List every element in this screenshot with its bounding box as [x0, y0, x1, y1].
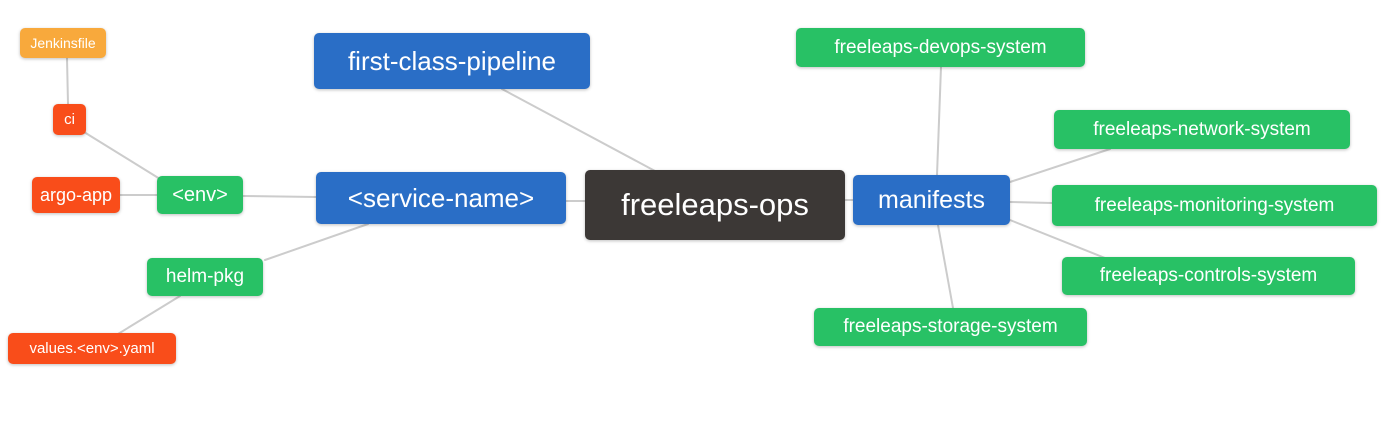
node-ci[interactable]: ci	[53, 104, 86, 135]
node-first-class-pipeline[interactable]: first-class-pipeline	[314, 33, 590, 89]
edge-manifests-devops	[936, 66, 942, 176]
edge-jenkinsfile-ci	[66, 57, 69, 105]
edge-first-class-pipeline-ops	[501, 88, 656, 172]
edge-helm-pkg-service-name	[264, 223, 369, 261]
node-values-env-yaml[interactable]: values.<env>.yaml	[8, 333, 176, 364]
node-freeleaps-ops-root[interactable]: freeleaps-ops	[585, 170, 845, 240]
edge-ci-env	[83, 131, 161, 180]
edge-manifests-network	[1009, 148, 1111, 183]
edge-manifests-storage	[937, 224, 954, 309]
edge-env-service-name	[242, 195, 317, 198]
node-freeleaps-devops-system[interactable]: freeleaps-devops-system	[796, 28, 1085, 67]
node-freeleaps-monitoring-system[interactable]: freeleaps-monitoring-system	[1052, 185, 1377, 226]
node-freeleaps-controls-system[interactable]: freeleaps-controls-system	[1062, 257, 1355, 295]
node-freeleaps-storage-system[interactable]: freeleaps-storage-system	[814, 308, 1087, 346]
node-manifests[interactable]: manifests	[853, 175, 1010, 225]
node-env[interactable]: <env>	[157, 176, 243, 214]
node-service-name[interactable]: <service-name>	[316, 172, 566, 224]
node-argo-app[interactable]: argo-app	[32, 177, 120, 213]
node-freeleaps-network-system[interactable]: freeleaps-network-system	[1054, 110, 1350, 149]
edge-manifests-monitoring	[1009, 201, 1053, 204]
node-jenkinsfile[interactable]: Jenkinsfile	[20, 28, 106, 58]
node-helm-pkg[interactable]: helm-pkg	[147, 258, 263, 296]
edge-values-helm-pkg	[117, 295, 181, 335]
edge-manifests-controls	[1009, 219, 1106, 259]
